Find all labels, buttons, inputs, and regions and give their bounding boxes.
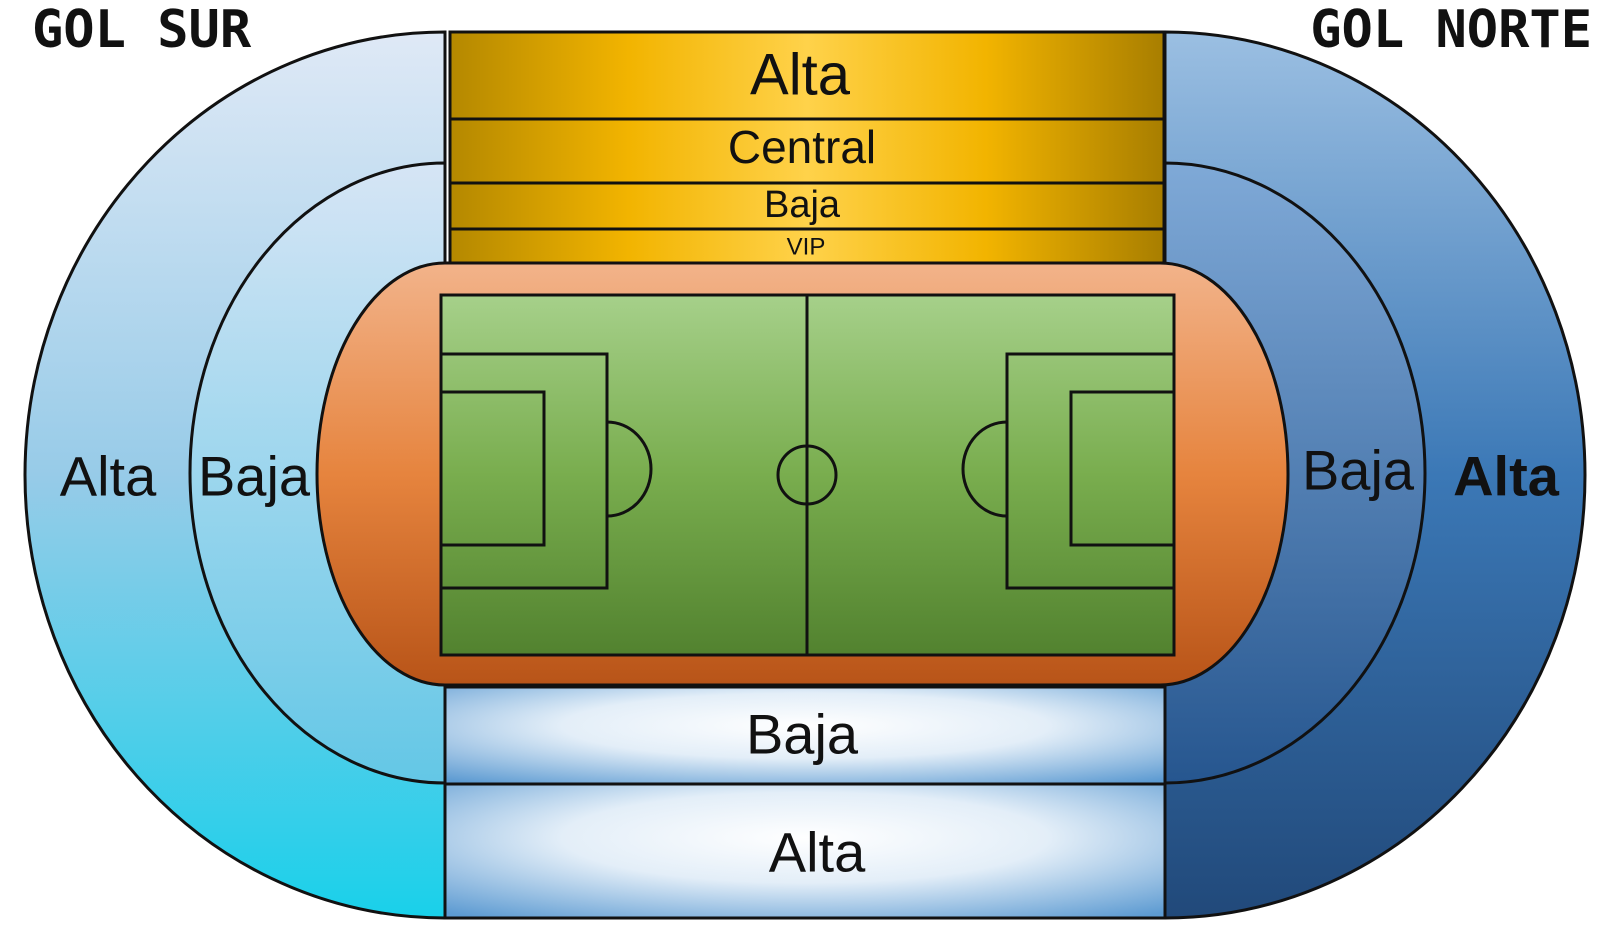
gol-norte-label: GOL NORTE — [1310, 0, 1592, 60]
top-baja-label: Baja — [764, 184, 841, 226]
south-baja-label: Baja — [198, 445, 311, 508]
center-circle — [776, 444, 838, 506]
south-alta-label: Alta — [60, 445, 157, 508]
bottom-tribuna-baja-zone[interactable] — [443, 685, 1167, 786]
north-alta-label: Alta — [1453, 445, 1560, 508]
right-penalty-arc — [961, 420, 1008, 518]
left-goal-area — [439, 390, 546, 547]
football-pitch — [439, 293, 1176, 657]
top-tribuna-central-zone[interactable] — [448, 117, 1166, 185]
top-tribuna-alta-zone[interactable] — [448, 30, 1166, 121]
north-baja-label: Baja — [1302, 439, 1415, 502]
bottom-tribuna — [443, 685, 1167, 920]
top-tribuna — [448, 30, 1166, 265]
bottom-tribuna-alta-zone[interactable] — [443, 782, 1167, 920]
top-central-label: Central — [728, 121, 876, 173]
bottom-alta-label: Alta — [769, 821, 866, 884]
bottom-baja-label: Baja — [746, 703, 859, 766]
top-alta-label: Alta — [750, 43, 851, 108]
top-vip-label: VIP — [787, 234, 826, 261]
top-tribuna-vip-zone[interactable] — [448, 227, 1166, 265]
gol-sur-label: GOL SUR — [32, 0, 252, 60]
left-penalty-arc — [606, 420, 653, 518]
top-tribuna-baja-zone[interactable] — [448, 181, 1166, 231]
right-goal-area — [1069, 390, 1176, 547]
